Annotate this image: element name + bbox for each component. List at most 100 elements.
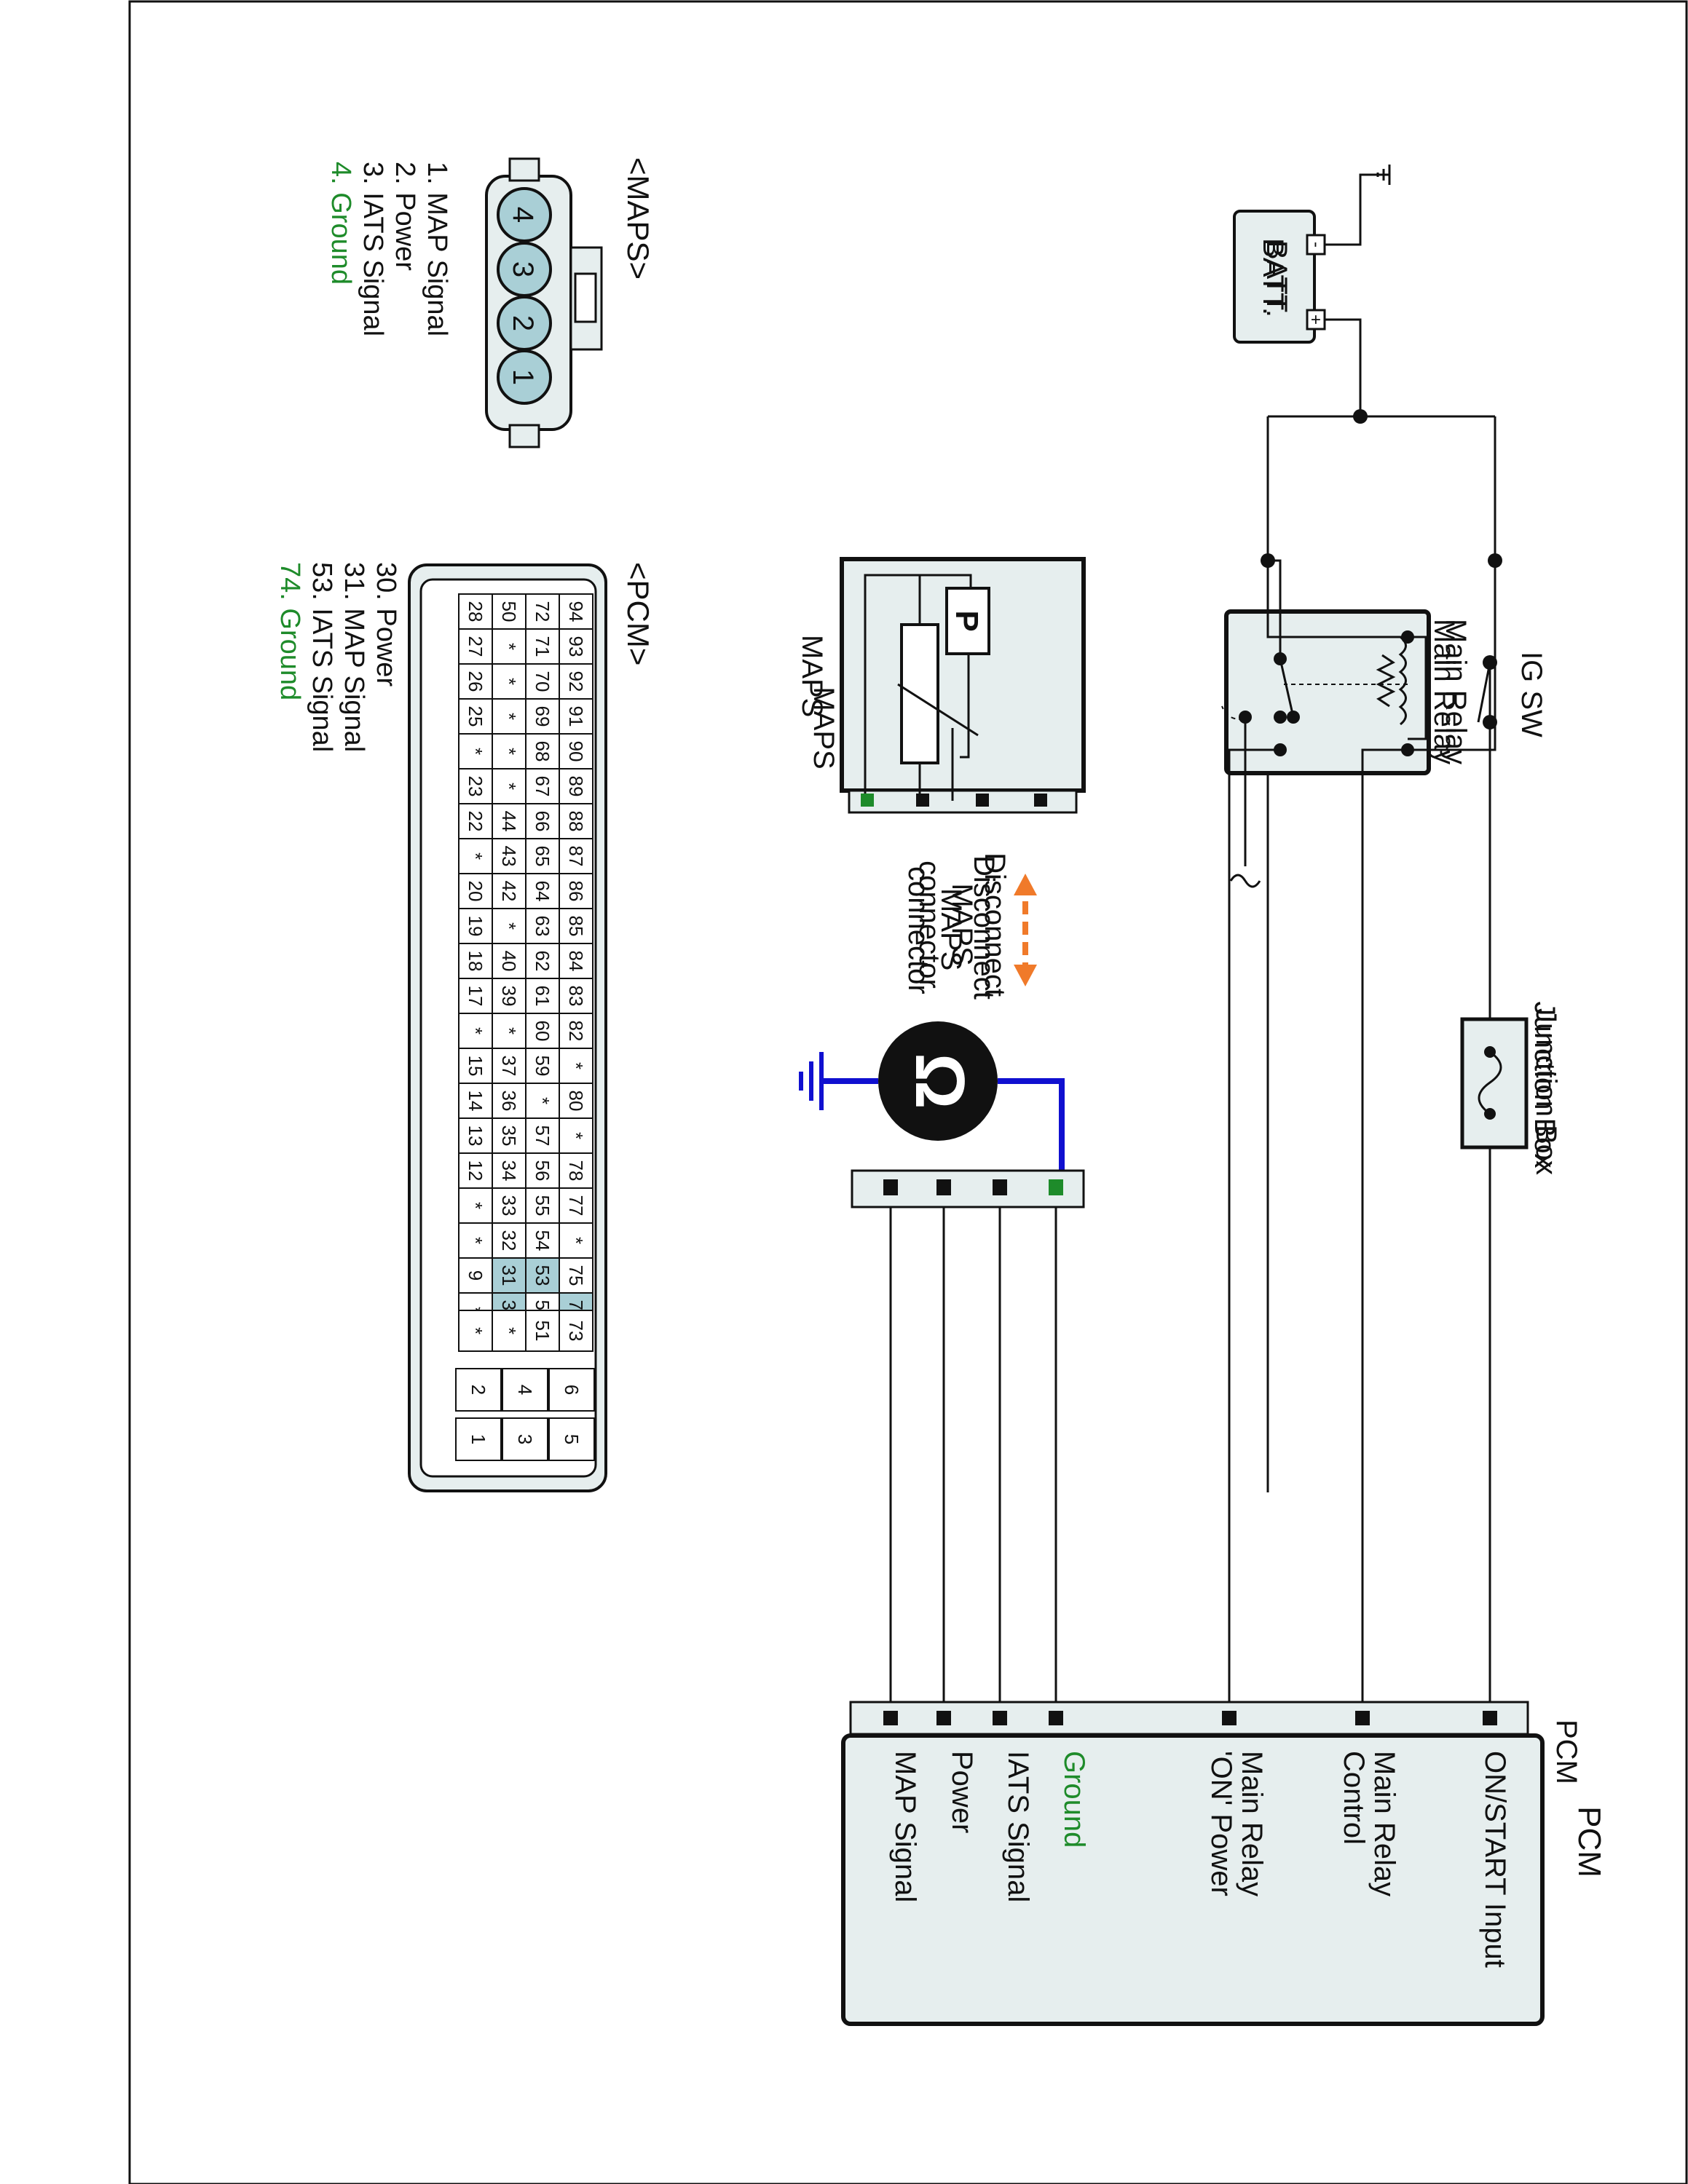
pcm-pin-r1-c2: 70 <box>532 671 553 692</box>
pcm-pin-r3-c16: 12 <box>465 1160 486 1182</box>
pcm-pinout-53: 53. IATS Signal <box>307 562 337 752</box>
pcm-power-pin-1-1: 3 <box>514 1434 536 1444</box>
pcm-pin-r1-c3: 69 <box>532 706 553 727</box>
pcm-pin-r3-c0: 28 <box>465 601 486 622</box>
pcm-pinout-31: 31. MAP Signal <box>339 562 369 752</box>
batt-rotated-label: BATT. <box>1261 240 1293 317</box>
disconnect-arrow <box>1014 874 1037 986</box>
pcm-small-pin-0: 73 <box>565 1321 587 1342</box>
pcm-pin-r0-c0: 94 <box>565 601 587 622</box>
pcm-pin-r0-c10: 84 <box>565 951 587 972</box>
pcm-pin-r2-c12: * <box>498 1027 520 1034</box>
pcm-pin-r2-c2: * <box>498 678 520 685</box>
pcm-pin-r0-c6: 88 <box>565 811 587 832</box>
pcm-pin-r1-c1-cell <box>525 628 560 665</box>
disconnect-line3: connector <box>913 860 945 989</box>
pcm-pin-r3-c2: 26 <box>465 671 486 692</box>
pcm-pin-r0-c2-cell <box>559 663 593 700</box>
pcm-title: PCM <box>1571 1806 1607 1878</box>
pcm-pin-r0-c9: 85 <box>565 916 587 937</box>
pcm-label-ground: Ground <box>1058 1751 1090 1848</box>
pcm-small-pin-3: * <box>465 1327 486 1334</box>
pcm-label-power: Power <box>946 1751 978 1833</box>
pcm-pin-r1-c0-cell <box>525 593 560 630</box>
pcm-pin-r2-c16: 34 <box>498 1160 520 1182</box>
pcm-pin-r3-c6: 22 <box>465 811 486 832</box>
maps-pin-2: 2 <box>497 296 552 351</box>
pcm-label-on-power: 'ON' Power <box>1205 1751 1237 1896</box>
pcm-pin-r1-c6: 66 <box>532 811 553 832</box>
pcm-pin-r3-c0-cell <box>458 593 493 630</box>
svg-text:4: 4 <box>507 207 539 223</box>
maps-connector-face: <MAPS> 4 3 2 1 1. MAP Signal 2. Power 3.… <box>326 157 655 448</box>
pcm-power-pin-0-2: 2 <box>468 1385 489 1395</box>
pcm-pin-r2-c15-cell <box>492 1117 526 1154</box>
maps-pinout-2: 2. Power <box>390 162 420 271</box>
pcm-pin-r3-c3: 25 <box>465 706 486 727</box>
pcm-label-main-relay-1: Main Relay <box>1368 1751 1400 1896</box>
pcm-small-pin-2: * <box>498 1327 520 1334</box>
pcm-pin-r0-c12: 82 <box>565 1021 587 1042</box>
maps-pinout-4: 4. Ground <box>326 162 356 285</box>
battery-plus: + <box>1306 314 1325 325</box>
pcm-pin-r3-c17: * <box>465 1202 486 1209</box>
pcm-pin-r0-c7: 87 <box>565 846 587 867</box>
svg-text:2: 2 <box>507 315 539 331</box>
pcm-pin-r2-c19: 31 <box>498 1265 520 1286</box>
pcm-power-pin-1-2-cell <box>455 1417 502 1461</box>
battery-minus: - <box>1306 242 1326 248</box>
svg-text:1: 1 <box>507 369 539 385</box>
ig-sw-rotated-label: IG SW <box>1515 652 1547 737</box>
ohmmeter-icon: Ω <box>878 1021 998 1141</box>
pcm-pin-r0-c11: 83 <box>565 986 587 1007</box>
pcm-pin-r0-c3-cell <box>559 698 593 735</box>
pcm-power-pin-1-1-cell <box>502 1417 548 1461</box>
probe-wire <box>998 1078 1065 1186</box>
pcm-pin-r0-c19: 75 <box>565 1265 587 1286</box>
pcm-pin-r0-c5-cell <box>559 768 593 804</box>
pcm-pin-r2-c19-cell <box>492 1257 526 1294</box>
pcm-pin-r2-c7-cell <box>492 838 526 874</box>
maps-connector-title: <MAPS> <box>621 157 655 280</box>
pcm-pin-r1-c18-cell <box>525 1222 560 1259</box>
pcm-pinout-74: 74. Ground <box>275 562 305 700</box>
pcm-pin-r0-c18: * <box>565 1237 587 1244</box>
pcm-small-pin-1-cell <box>525 1310 560 1352</box>
pcm-pin-r3-c19: 9 <box>465 1270 486 1281</box>
junction-box <box>1460 1017 1529 1150</box>
pcm-pin-r2-c11-cell <box>492 978 526 1014</box>
pcm-pin-r3-c14: 14 <box>465 1091 486 1112</box>
pcm-pin-r1-c4: 68 <box>532 741 553 762</box>
pcm-pin-r3-c16-cell <box>458 1152 493 1189</box>
pcm-pin-r1-c16: 56 <box>532 1160 553 1182</box>
disconnect-rotated-1: Disconnect <box>968 855 1000 1000</box>
battery-ground-icon <box>1376 165 1391 185</box>
pcm-power-pin-0-1: 4 <box>514 1385 536 1395</box>
pcm-pin-r2-c0: 50 <box>498 601 520 622</box>
pcm-pin-r0-c15-cell <box>559 1117 593 1154</box>
pcm-power-pin-1-0-cell <box>548 1417 595 1461</box>
pcm-pin-r0-c18-cell <box>559 1222 593 1259</box>
pcm-small-pin-1: 51 <box>532 1321 553 1342</box>
pcm-pin-r2-c17: 33 <box>498 1195 520 1216</box>
pcm-pin-r0-c5: 89 <box>565 776 587 797</box>
pcm-power-pin-0-0: 6 <box>561 1385 583 1395</box>
pcm-pin-r0-c4: 90 <box>565 741 587 762</box>
pcm-label-map: MAP Signal <box>889 1751 921 1902</box>
pcm-small-pin-0-cell <box>559 1310 593 1352</box>
pcm-pin-r2-c11: 39 <box>498 986 520 1007</box>
maps-pin-1: 1 <box>497 349 552 405</box>
pcm-pin-r3-c7-cell <box>458 838 493 874</box>
pcm-module <box>841 1701 1545 2026</box>
pcm-pin-r3-c11: 17 <box>465 986 486 1007</box>
pcm-pin-r3-c8: 20 <box>465 881 486 902</box>
pcm-pin-r1-c8: 64 <box>532 881 553 902</box>
pcm-pin-r0-c1: 93 <box>565 636 587 657</box>
pcm-pin-r2-c5: * <box>498 783 520 790</box>
pcm-pin-r2-c3-cell <box>492 698 526 735</box>
pcm-label-iats: IATS Signal <box>1002 1751 1034 1902</box>
pcm-power-pin-1-2: 1 <box>468 1434 489 1444</box>
pcm-pin-r3-c12-cell <box>458 1013 493 1049</box>
battery: BATT. - + <box>1233 210 1326 344</box>
